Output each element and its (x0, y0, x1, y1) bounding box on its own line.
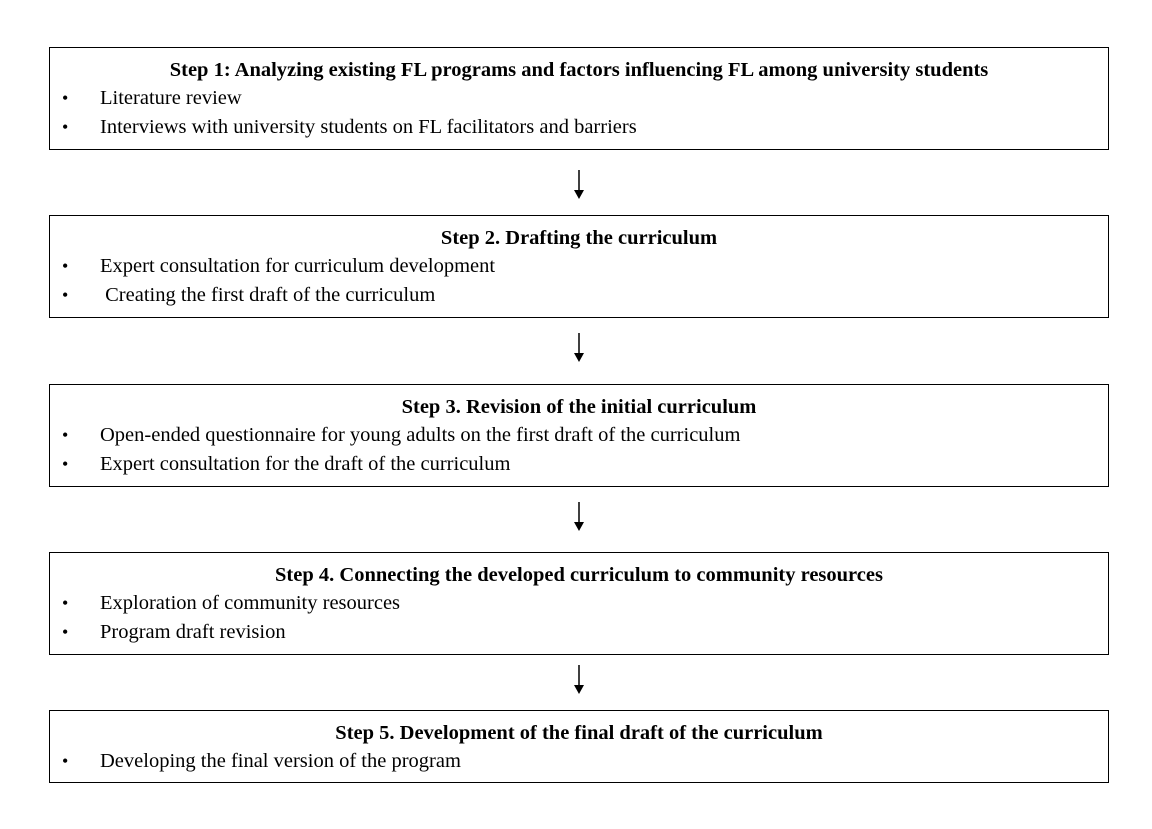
bullet-icon: • (62, 622, 69, 642)
step-1-bullet-list: • Literature review • Interviews with un… (50, 84, 1108, 142)
list-item: • Expert consultation for the draft of t… (50, 450, 1108, 479)
step-5-bullet-list: • Developing the final version of the pr… (50, 747, 1108, 776)
bullet-text: Expert consultation for the draft of the… (100, 453, 511, 475)
step-2-bullet-list: • Expert consultation for curriculum dev… (50, 252, 1108, 310)
bullet-icon: • (62, 593, 69, 613)
step-3-bullet-list: • Open-ended questionnaire for young adu… (50, 421, 1108, 479)
bullet-icon: • (62, 454, 69, 474)
bullet-icon: • (62, 88, 69, 108)
step-3-box: Step 3. Revision of the initial curricul… (49, 384, 1109, 487)
step-5-title: Step 5. Development of the final draft o… (335, 722, 823, 744)
list-item: • Exploration of community resources (50, 589, 1108, 618)
arrow-down-icon (572, 333, 586, 363)
bullet-icon: • (62, 117, 69, 137)
list-item: • Interviews with university students on… (50, 113, 1108, 142)
bullet-text: Interviews with university students on F… (100, 116, 637, 138)
list-item: • Expert consultation for curriculum dev… (50, 252, 1108, 281)
list-item: • Program draft revision (50, 618, 1108, 647)
bullet-text: Open-ended questionnaire for young adult… (100, 424, 741, 446)
bullet-icon: • (62, 425, 69, 445)
step-1-title: Step 1: Analyzing existing FL programs a… (169, 59, 989, 81)
arrow-down-icon (572, 502, 586, 532)
step-5-box: Step 5. Development of the final draft o… (49, 710, 1109, 783)
bullet-text: Creating the first draft of the curricul… (100, 284, 436, 306)
list-item: • Creating the first draft of the curric… (50, 281, 1108, 310)
step-2-title: Step 2. Drafting the curriculum (440, 227, 718, 249)
arrow-down-icon (572, 665, 586, 695)
bullet-text: Exploration of community resources (100, 592, 401, 614)
arrow-down-icon (572, 170, 586, 200)
step-4-bullet-list: • Exploration of community resources • P… (50, 589, 1108, 647)
step-4-box: Step 4. Connecting the developed curricu… (49, 552, 1109, 655)
list-item: • Literature review (50, 84, 1108, 113)
list-item: • Open-ended questionnaire for young adu… (50, 421, 1108, 450)
bullet-text: Developing the final version of the prog… (100, 750, 461, 772)
bullet-icon: • (62, 285, 69, 305)
bullet-icon: • (62, 256, 69, 276)
bullet-text: Expert consultation for curriculum devel… (100, 255, 496, 277)
step-1-box: Step 1: Analyzing existing FL programs a… (49, 47, 1109, 150)
list-item: • Developing the final version of the pr… (50, 747, 1108, 776)
step-4-title: Step 4. Connecting the developed curricu… (275, 564, 883, 586)
bullet-text: Literature review (100, 87, 242, 109)
bullet-icon: • (62, 751, 69, 771)
step-2-box: Step 2. Drafting the curriculum • Expert… (49, 215, 1109, 318)
step-3-title: Step 3. Revision of the initial curricul… (401, 396, 757, 418)
bullet-text: Program draft revision (100, 621, 286, 643)
